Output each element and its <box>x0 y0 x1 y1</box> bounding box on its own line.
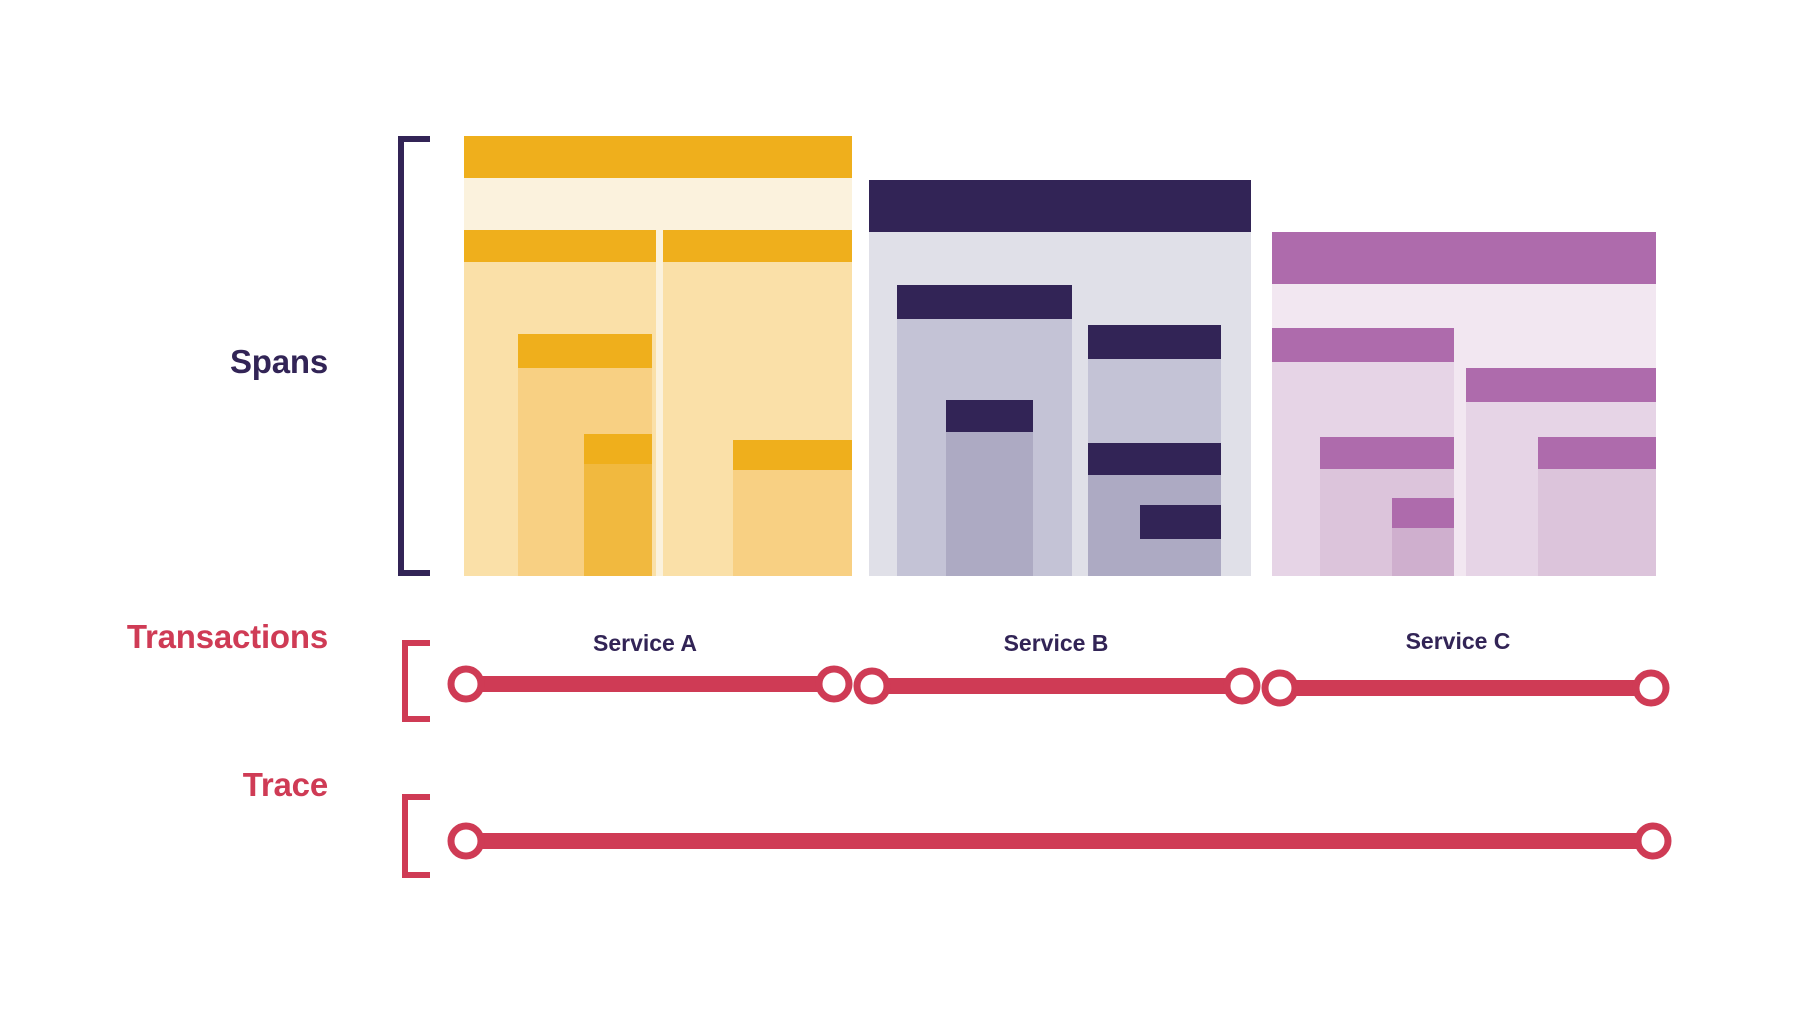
span-b-child-5[interactable] <box>1140 505 1221 576</box>
transaction-service-a-bar <box>466 676 834 692</box>
span-b-child-1-cap <box>897 285 1072 319</box>
trace-brace-arm-top <box>402 794 430 800</box>
span-a-child-2-cap <box>663 230 852 262</box>
transaction-service-a[interactable] <box>447 665 853 703</box>
trace-brace-arm-bottom <box>402 872 430 878</box>
span-c-child-2-cap <box>1466 368 1656 402</box>
span-a-child-3-cap <box>518 334 652 368</box>
transactions-label: Transactions <box>126 618 328 655</box>
span-c-child-5[interactable] <box>1392 498 1454 576</box>
transaction-service-b-bar <box>872 678 1242 694</box>
span-b-child-3[interactable] <box>946 400 1033 576</box>
span-b-child-3-cap <box>946 400 1033 432</box>
transactions-brace-arm-bottom <box>402 716 430 722</box>
spans-brace-spine <box>398 136 404 576</box>
span-a-root-cap <box>464 136 852 178</box>
span-b-child-2-cap <box>1088 325 1221 359</box>
transaction-service-a-end-node[interactable] <box>815 665 853 703</box>
trace-label: Trace <box>242 766 328 803</box>
span-b-child-5-cap <box>1140 505 1221 539</box>
span-group-service-a <box>464 136 852 576</box>
span-c-child-4[interactable] <box>1538 437 1656 576</box>
trace-brace <box>402 794 430 878</box>
service-label-service-a: Service A <box>593 630 697 656</box>
transactions-brace-arm-top <box>402 640 430 646</box>
transaction-service-c[interactable] <box>1261 669 1670 707</box>
span-group-service-b <box>869 180 1251 576</box>
service-label-service-c: Service C <box>1405 628 1511 654</box>
span-c-root-cap <box>1272 232 1656 284</box>
transaction-service-c-bar <box>1280 680 1651 696</box>
span-a-child-4-cap <box>584 434 652 464</box>
spans-label: Spans <box>229 343 328 380</box>
transaction-service-c-end-node[interactable] <box>1632 669 1670 707</box>
spans-brace-arm-bottom <box>398 570 430 576</box>
spans-brace <box>398 136 430 576</box>
span-group-service-c <box>1272 232 1656 576</box>
service-label-service-b: Service B <box>1003 630 1109 656</box>
span-c-child-5-cap <box>1392 498 1454 528</box>
spans-brace-arm-top <box>398 136 430 142</box>
span-b-child-4-cap <box>1088 443 1221 475</box>
span-c-child-3-cap <box>1320 437 1454 469</box>
span-b-root-cap <box>869 180 1251 232</box>
span-a-child-5-cap <box>733 440 852 470</box>
trace-brace-spine <box>402 794 408 878</box>
transaction-service-b-end-node[interactable] <box>1223 667 1261 705</box>
transaction-service-c-start-node[interactable] <box>1261 669 1299 707</box>
transaction-service-b[interactable] <box>853 667 1261 705</box>
span-a-child-5[interactable] <box>733 440 852 576</box>
transaction-service-a-start-node[interactable] <box>447 665 485 703</box>
transaction-service-b-start-node[interactable] <box>853 667 891 705</box>
trace-line-start-node[interactable] <box>447 822 485 860</box>
trace-line-end-node[interactable] <box>1634 822 1672 860</box>
span-c-child-4-cap <box>1538 437 1656 469</box>
span-c-child-1-cap <box>1272 328 1454 362</box>
transactions-brace <box>402 640 430 722</box>
span-a-child-1-cap <box>464 230 656 262</box>
transactions-brace-spine <box>402 640 408 722</box>
trace-line[interactable] <box>447 822 1672 860</box>
span-a-child-4[interactable] <box>584 434 652 576</box>
trace-line-bar <box>466 833 1653 849</box>
